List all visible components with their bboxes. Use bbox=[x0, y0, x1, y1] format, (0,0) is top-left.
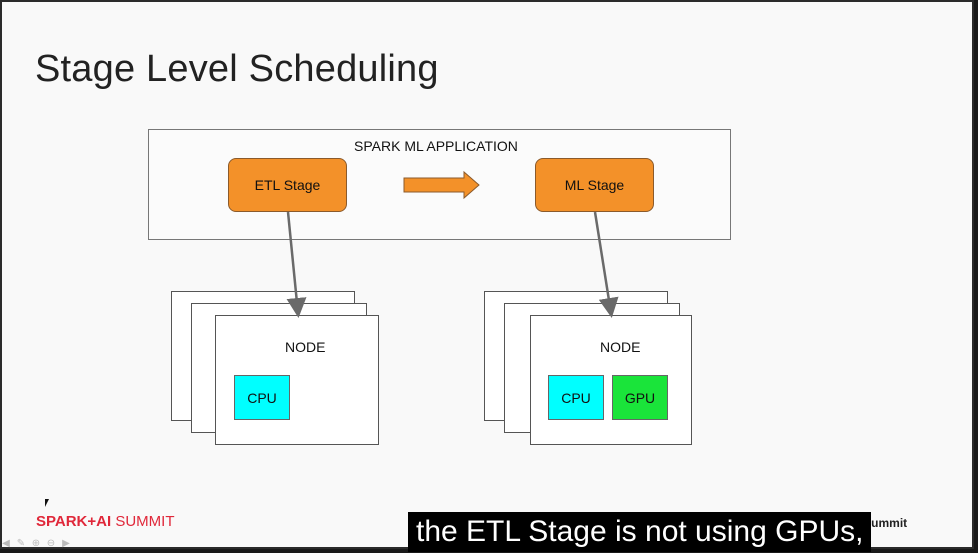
slide-title: Stage Level Scheduling bbox=[35, 48, 439, 90]
cpu-box-right: CPU bbox=[548, 375, 604, 420]
zoom-icon[interactable]: ⊕ bbox=[31, 538, 41, 549]
node-left-label: NODE bbox=[285, 339, 326, 355]
etl-stage-box: ETL Stage bbox=[228, 158, 347, 212]
ml-stage-label: ML Stage bbox=[564, 177, 625, 193]
cpu-label-left: CPU bbox=[247, 389, 277, 406]
ml-stage-box: ML Stage bbox=[535, 158, 654, 212]
cpu-box-left: CPU bbox=[234, 375, 290, 420]
presentation-toolbar: ◀ ✎ ⊕ ⊖ ▶ bbox=[0, 538, 72, 552]
gpu-box-right: GPU bbox=[612, 375, 668, 420]
menu-icon[interactable]: ⊖ bbox=[46, 538, 56, 549]
node-right-label: NODE bbox=[600, 339, 641, 355]
back-arrow-icon[interactable]: ◀ bbox=[2, 538, 10, 549]
etl-to-node-arrow bbox=[286, 211, 307, 318]
spark-ai-summit-logo: SPARK+AI SUMMIT bbox=[36, 513, 175, 530]
gpu-label-right: GPU bbox=[624, 389, 656, 406]
forward-arrow-icon[interactable]: ▶ bbox=[62, 538, 70, 549]
video-subtitle: the ETL Stage is not using GPUs, bbox=[408, 512, 872, 552]
cpu-label-right: CPU bbox=[561, 389, 591, 406]
mouse-cursor-icon bbox=[45, 499, 49, 507]
ml-to-node-arrow bbox=[593, 211, 619, 318]
etl-stage-label: ETL Stage bbox=[254, 177, 321, 193]
spark-ml-application-label: SPARK ML APPLICATION bbox=[354, 138, 518, 154]
pen-icon[interactable]: ✎ bbox=[16, 538, 26, 549]
stage-flow-arrow bbox=[403, 170, 480, 200]
